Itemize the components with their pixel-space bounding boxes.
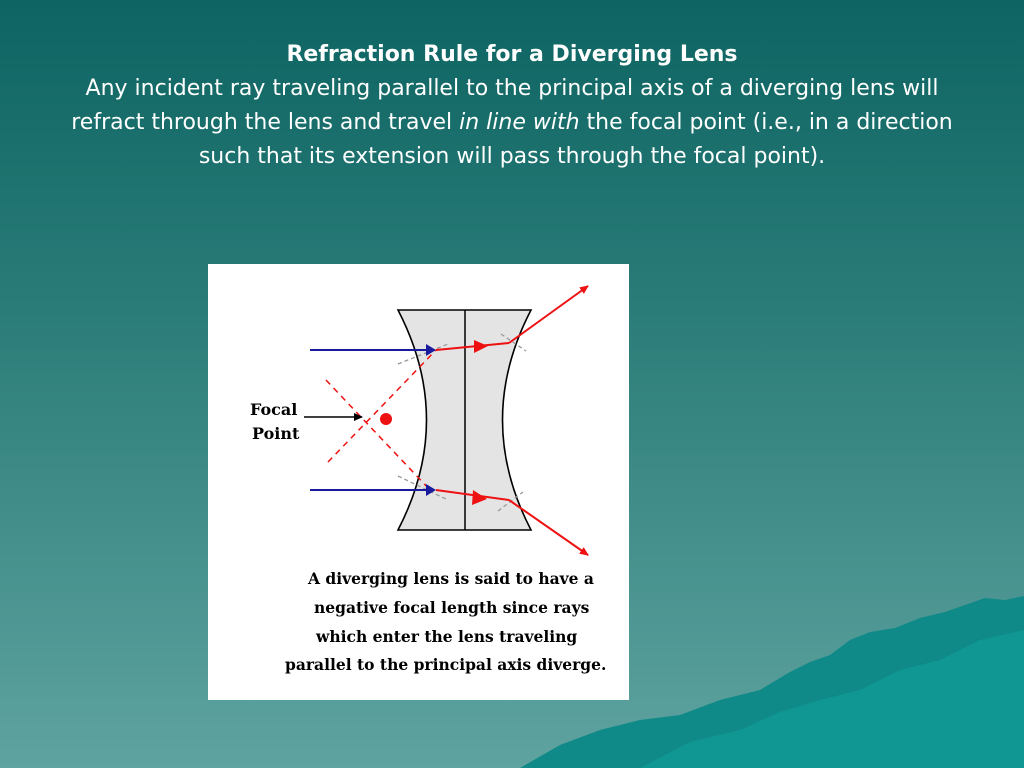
refracted-ray-exit-lower	[508, 499, 589, 556]
lens-diagram: Focal Point A diverging lens is said to …	[250, 285, 606, 674]
refracted-ray-exit-upper	[508, 285, 589, 344]
body-text-part-2: the focal point (i.e., in a direction su…	[198, 110, 953, 169]
refracted-ray-arrow-upper	[474, 340, 488, 353]
slide-body: Any incident ray traveling parallel to t…	[50, 72, 974, 174]
caption-line-3: which enter the lens traveling	[315, 627, 577, 646]
slide-text: Refraction Rule for a Diverging Lens Any…	[50, 38, 974, 174]
focal-label-line1: Focal	[250, 400, 297, 419]
normal-line	[397, 475, 449, 501]
body-text-part-1: Any incident ray traveling parallel to t…	[71, 76, 939, 135]
extension-line-upper	[327, 349, 437, 463]
refracted-ray-arrow-lower	[472, 490, 487, 505]
extension-line-lower	[325, 379, 431, 491]
focal-point-dot	[380, 413, 392, 425]
normal-line	[500, 333, 527, 352]
lens-diagram-panel: Focal Point A diverging lens is said to …	[208, 264, 629, 700]
incident-ray-arrow-upper	[426, 344, 436, 356]
body-text-emphasis: in line with	[459, 110, 580, 135]
normal-line	[397, 343, 449, 365]
incident-ray-arrow-lower	[426, 484, 436, 496]
caption-line-4: parallel to the principal axis diverge.	[285, 655, 606, 674]
refracted-ray-upper	[435, 342, 510, 351]
caption-line-1: A diverging lens is said to have a	[307, 569, 594, 588]
refracted-ray-lower	[435, 489, 510, 501]
focal-label-line2: Point	[252, 424, 300, 443]
slide-title: Refraction Rule for a Diverging Lens	[286, 42, 738, 67]
caption-line-2: negative focal length since rays	[314, 598, 590, 617]
